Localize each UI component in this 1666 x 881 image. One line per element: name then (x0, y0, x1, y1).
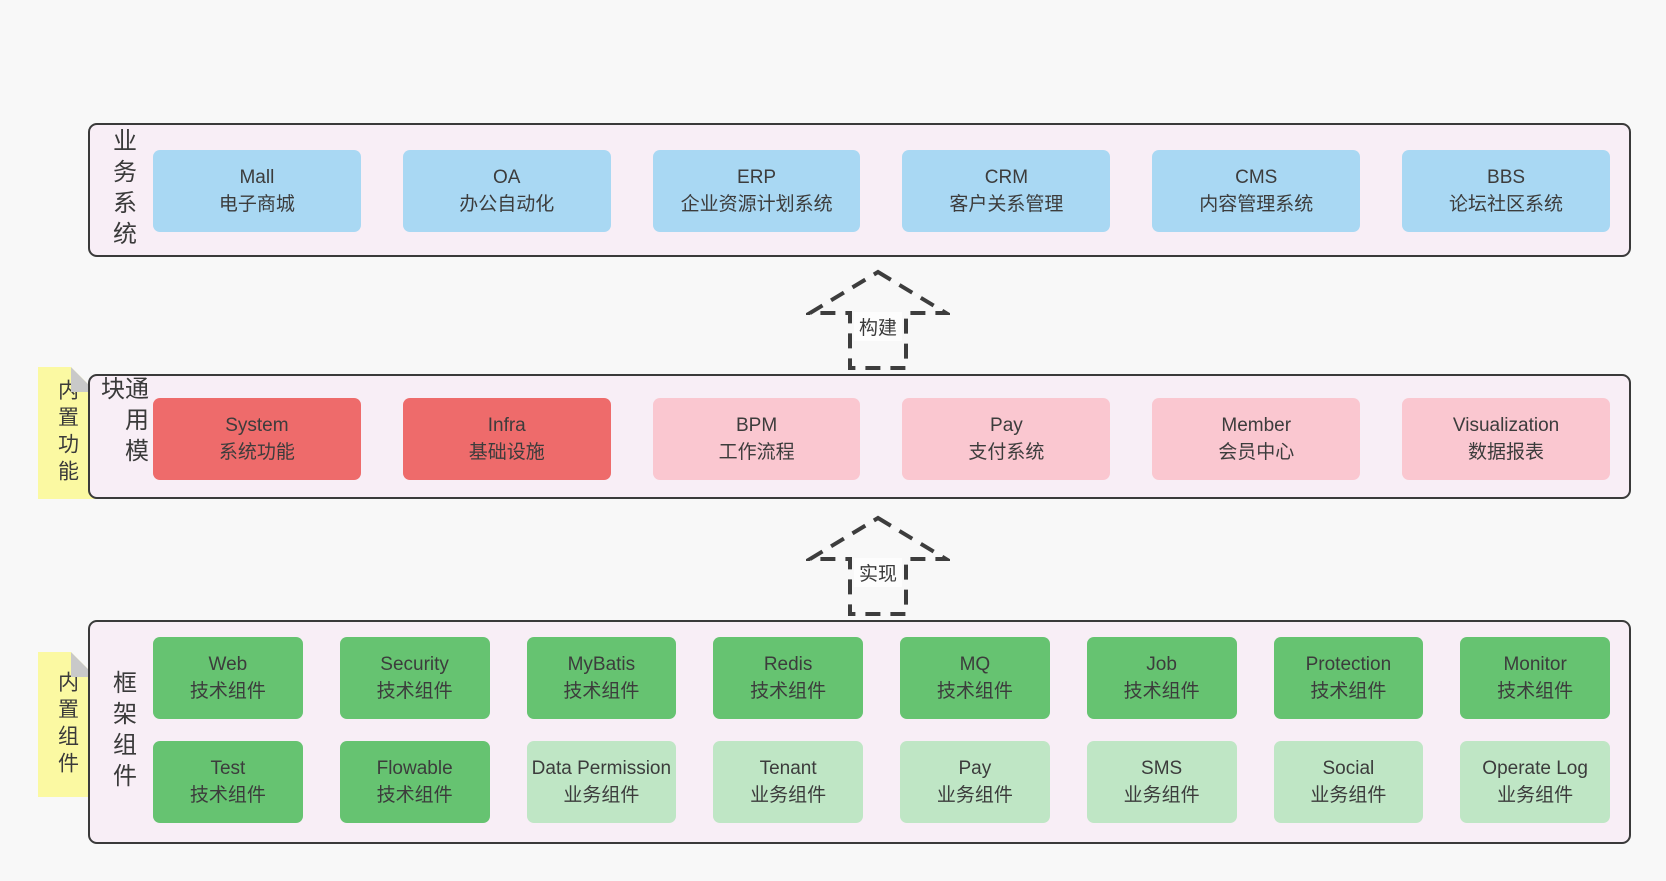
box-member: Member 会员中心 (1152, 398, 1361, 480)
framework-components-layer: 框架组件 Web 技术组件 Security 技术组件 MyBatis 技术组件… (88, 620, 1631, 844)
implement-arrow-label: 实现 (853, 558, 903, 587)
common-modules-layer: 通用模块 System 系统功能 Infra 基础设施 BPM 工作流程 Pay… (88, 374, 1631, 499)
sticky-note-text: 内置组件 (55, 670, 79, 779)
box-web: Web 技术组件 (153, 637, 303, 719)
common-modules-row: System 系统功能 Infra 基础设施 BPM 工作流程 Pay 支付系统… (153, 398, 1610, 480)
sticky-note-text: 内置功能 (55, 379, 79, 487)
box-test: Test 技术组件 (153, 741, 303, 823)
layer-label-framework-components: 框架组件 (90, 622, 153, 842)
sticky-note-builtin-functions: 内置功能 (38, 367, 96, 499)
box-redis: Redis 技术组件 (713, 637, 863, 719)
layer-label-business-systems: 业务系统 (90, 125, 153, 255)
layer-label-text: 框架组件 (108, 670, 136, 794)
framework-components-row-2: Test 技术组件 Flowable 技术组件 Data Permission … (153, 741, 1610, 823)
box-job: Job 技术组件 (1086, 637, 1237, 719)
box-system: System 系统功能 (153, 398, 361, 480)
box-cms: CMS 内容管理系统 (1152, 150, 1361, 232)
business-systems-layer: 业务系统 Mall 电子商城 OA 办公自动化 ERP 企业资源计划系统 CRM… (88, 123, 1631, 257)
box-pay-module: Pay 支付系统 (902, 398, 1111, 480)
sticky-note-builtin-components: 内置组件 (38, 652, 96, 797)
up-block-arrow-dashed-icon (806, 515, 950, 616)
box-social: Social 业务组件 (1273, 741, 1424, 823)
layer-label-common-modules: 通用模块 (90, 376, 153, 497)
box-protection: Protection 技术组件 (1273, 637, 1424, 719)
box-mybatis: MyBatis 技术组件 (526, 637, 677, 719)
business-systems-row: Mall 电子商城 OA 办公自动化 ERP 企业资源计划系统 CRM 客户关系… (153, 150, 1610, 232)
box-flowable: Flowable 技术组件 (339, 741, 490, 823)
box-bpm: BPM 工作流程 (652, 398, 861, 480)
common-modules-rows: System 系统功能 Infra 基础设施 BPM 工作流程 Pay 支付系统… (153, 376, 1629, 497)
box-infra: Infra 基础设施 (402, 398, 611, 480)
box-pay-component: Pay 业务组件 (900, 741, 1050, 823)
layer-label-text: 业务系统 (108, 128, 136, 252)
box-sms: SMS 业务组件 (1086, 741, 1237, 823)
box-tenant: Tenant 业务组件 (713, 741, 863, 823)
box-bbs: BBS 论坛社区系统 (1402, 150, 1610, 232)
layer-label-text: 通用模块 (96, 376, 148, 469)
box-mq: MQ 技术组件 (900, 637, 1050, 719)
up-block-arrow-dashed-icon (806, 269, 950, 370)
framework-components-row-1: Web 技术组件 Security 技术组件 MyBatis 技术组件 Redi… (153, 637, 1610, 719)
build-arrow-label: 构建 (853, 312, 903, 341)
box-operate-log: Operate Log 业务组件 (1460, 741, 1610, 823)
build-arrow: 构建 (806, 268, 950, 372)
box-crm: CRM 客户关系管理 (902, 150, 1111, 232)
box-security: Security 技术组件 (339, 637, 490, 719)
framework-components-rows: Web 技术组件 Security 技术组件 MyBatis 技术组件 Redi… (153, 622, 1629, 842)
box-erp: ERP 企业资源计划系统 (652, 150, 861, 232)
box-visualization: Visualization 数据报表 (1402, 398, 1610, 480)
box-mall: Mall 电子商城 (153, 150, 361, 232)
box-monitor: Monitor 技术组件 (1460, 637, 1610, 719)
box-data-permission: Data Permission 业务组件 (526, 741, 677, 823)
box-oa: OA 办公自动化 (402, 150, 611, 232)
business-systems-rows: Mall 电子商城 OA 办公自动化 ERP 企业资源计划系统 CRM 客户关系… (153, 125, 1629, 255)
implement-arrow: 实现 (806, 514, 950, 618)
